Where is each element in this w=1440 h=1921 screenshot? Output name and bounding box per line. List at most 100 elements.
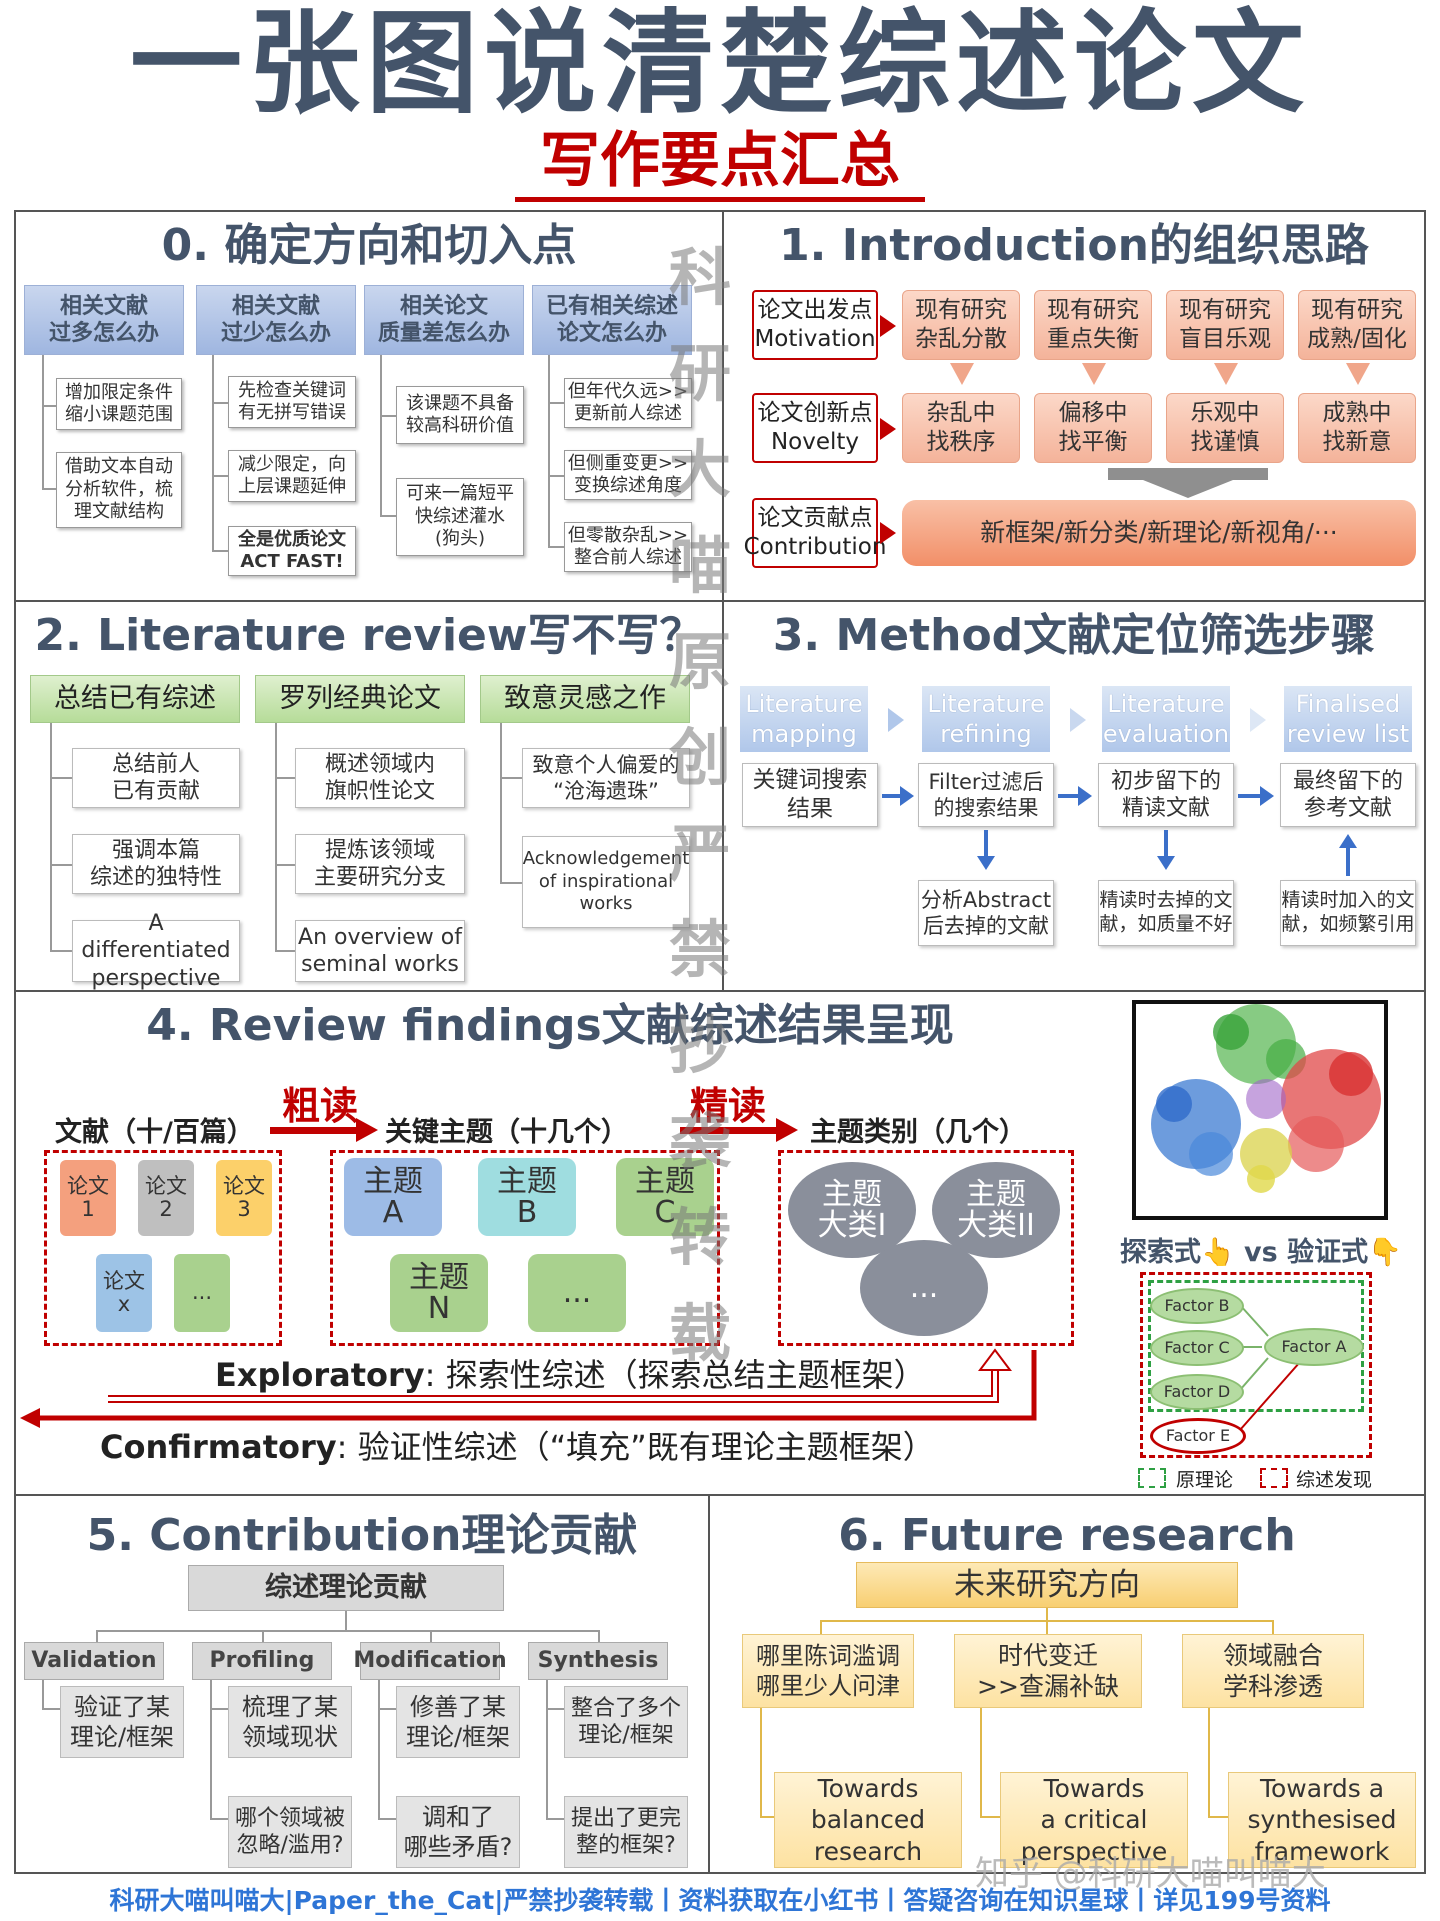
legend-findings-swatch xyxy=(1260,1468,1288,1488)
s5-col4-item: 提出了更完 整的框架? xyxy=(564,1796,688,1868)
s5-col3-item: 调和了 哪些矛盾? xyxy=(396,1796,520,1868)
s5-col3-item: 修善了某 理论/框架 xyxy=(396,1686,520,1758)
confirmatory-label: Confirmatory: 验证性综述（“填充”既有理论主题框架） xyxy=(100,1428,935,1466)
s1-motivation-label: 论文出发点 Motivation xyxy=(752,290,878,360)
s2-col2-header: 罗列经典论文 xyxy=(255,675,465,723)
s0-col4-header: 已有相关综述 论文怎么办 xyxy=(532,285,692,355)
chevron-right-icon xyxy=(1070,708,1086,732)
factor-a: Factor A xyxy=(1264,1328,1364,1366)
s3-result-3: 初步留下的 精读文献 xyxy=(1098,763,1234,827)
legend-theory-label: 原理论 xyxy=(1176,1469,1234,1491)
s1-novelty-1: 杂乱中 找秩序 xyxy=(902,393,1020,463)
s3-step-2: Literature refining xyxy=(922,686,1050,752)
factor-b: Factor B xyxy=(1150,1288,1244,1324)
arrow-down-icon xyxy=(1138,478,1238,498)
arrow-down-icon xyxy=(1214,363,1238,385)
arrow-down-icon xyxy=(1082,363,1106,385)
s3-result-4: 最终留下的 参考文献 xyxy=(1280,763,1416,827)
paper-3: 论文 3 xyxy=(216,1160,272,1236)
s5-col2-item: 梳理了某 领域现状 xyxy=(228,1686,352,1758)
s3-step-4: Finalised review list xyxy=(1284,686,1412,752)
s1-state-3: 现有研究 盲目乐观 xyxy=(1166,290,1284,360)
arrow-right-icon xyxy=(1260,786,1274,806)
s0-col1-item: 增加限定条件 缩小课题范围 xyxy=(56,378,182,430)
section-2-title: 2. Literature review写不写？ xyxy=(34,610,704,661)
paper-1: 论文 1 xyxy=(60,1160,116,1236)
section-4-title: 4. Review findings文献综述结果呈现 xyxy=(146,1000,954,1051)
arrow-right-icon xyxy=(900,786,914,806)
s5-col2-header: Profiling xyxy=(192,1642,332,1680)
arrow-right-icon xyxy=(1078,786,1092,806)
s2-col1-header: 总结已有综述 xyxy=(30,675,240,723)
s2-col1-item: 总结前人 已有贡献 xyxy=(72,748,240,808)
cats-label: 主题类别（几个） xyxy=(810,1117,1026,1148)
section-5-title: 5. Contribution理论贡献 xyxy=(86,1510,638,1561)
s5-col1-item: 验证了某 理论/框架 xyxy=(60,1686,184,1758)
chevron-right-icon xyxy=(888,708,904,732)
s5-col1-header: Validation xyxy=(24,1642,164,1680)
section-0-title: 0. 确定方向和切入点 xyxy=(161,220,577,271)
s0-col1-item: 借助文本自动 分析软件，梳 理文献结构 xyxy=(56,452,182,528)
zhihu-watermark: 知乎 @科研大喵叫喵大 xyxy=(975,1854,1326,1894)
s0-col4-item: 但年代久远>> 更新前人综述 xyxy=(564,378,692,428)
s2-col2-item: 概述领域内 旗帜性论文 xyxy=(295,748,465,808)
findings-frame xyxy=(1140,1272,1372,1458)
section-3-title: 3. Method文献定位筛选步骤 xyxy=(772,610,1376,661)
s5-header: 综述理论贡献 xyxy=(188,1565,504,1611)
arrow-right-icon xyxy=(776,1118,798,1142)
arrow-down-icon xyxy=(1346,363,1370,385)
s3-result-2: Filter过滤后 的搜索结果 xyxy=(918,763,1054,827)
paper-more: ... xyxy=(174,1254,230,1332)
s1-novelty-label: 论文创新点 Novelty xyxy=(752,393,878,463)
s1-contribution-box: 新框架/新分类/新理论/新视角/··· xyxy=(902,500,1416,566)
arrow-right-icon xyxy=(880,315,896,337)
s3-note-1: 分析Abstract 后去掉的文献 xyxy=(918,880,1054,946)
s3-step-1: Literature mapping xyxy=(740,686,868,752)
s0-col3-item: 该课题不具备 较高科研价值 xyxy=(396,386,524,444)
categories-group xyxy=(778,1150,1074,1346)
legend-theory-swatch xyxy=(1138,1468,1166,1488)
s5-col2-item: 哪个领域被 忽略/滥用? xyxy=(228,1796,352,1868)
topic-n: 主题 N xyxy=(390,1254,488,1332)
s1-state-2: 现有研究 重点失衡 xyxy=(1034,290,1152,360)
chevron-right-icon xyxy=(1250,708,1266,732)
subtitle: 写作要点汇总 xyxy=(540,126,900,196)
merge-arrow-bar xyxy=(1108,468,1268,480)
topics-group xyxy=(330,1150,720,1346)
topic-b: 主题 B xyxy=(478,1158,576,1236)
bibliometric-map-image xyxy=(1132,1000,1388,1220)
s0-col3-header: 相关论文 质量差怎么办 xyxy=(364,285,524,355)
s2-col3-item: 致意个人偏爱的 “沧海遗珠” xyxy=(522,748,690,808)
s1-novelty-3: 乐观中 找谨慎 xyxy=(1166,393,1284,463)
factor-c: Factor C xyxy=(1150,1330,1244,1366)
s0-col2-item: 全是优质论文 ACT FAST! xyxy=(228,526,356,576)
s0-col2-item: 减少限定，向 上层课题延伸 xyxy=(228,450,356,502)
paper-2: 论文 2 xyxy=(138,1160,194,1236)
arrow-down-icon xyxy=(950,363,974,385)
category-1: 主题 大类I xyxy=(788,1162,916,1258)
docs-label: 文献（十/百篇） xyxy=(55,1117,254,1148)
topic-a: 主题 A xyxy=(344,1158,442,1236)
s0-col3-item: 可来一篇短平 快综述灌水 (狗头) xyxy=(396,478,524,556)
s5-col3-header: Modification xyxy=(353,1642,507,1680)
s6-col3-item: Towards a synthesised framework xyxy=(1228,1772,1416,1868)
s0-col2-header: 相关文献 过少怎么办 xyxy=(196,285,356,355)
s1-contribution-label: 论文贡献点 Contribution xyxy=(744,498,886,568)
s2-col3-header: 致意灵感之作 xyxy=(480,675,690,723)
rough-read-label: 粗读 xyxy=(282,1084,359,1128)
footer: 科研大喵叫喵大|Paper_the_Cat|严禁抄袭转载丨资料获取在小红书丨答疑… xyxy=(109,1886,1331,1915)
factor-e: Factor E xyxy=(1150,1418,1246,1454)
s5-col4-header: Synthesis xyxy=(528,1642,668,1680)
s6-col1-header: 哪里陈词滥调 哪里少人问津 xyxy=(742,1634,914,1708)
s0-col4-item: 但侧重变更>> 变换综述角度 xyxy=(564,450,692,500)
section-1-title: 1. Introduction的组织思路 xyxy=(779,220,1369,271)
paper-x: 论文 x xyxy=(96,1254,152,1332)
s1-state-4: 现有研究 成熟/固化 xyxy=(1298,290,1416,360)
arrow-up-icon xyxy=(1339,834,1357,848)
s1-novelty-2: 偏移中 找平衡 xyxy=(1034,393,1152,463)
s2-col2-item: 提炼该领域 主要研究分支 xyxy=(295,834,465,894)
topic-more: ... xyxy=(528,1254,626,1332)
main-title: 一张图说清楚综述论文 xyxy=(130,0,1310,129)
s0-col2-item: 先检查关键词 有无拼写错误 xyxy=(228,376,356,428)
